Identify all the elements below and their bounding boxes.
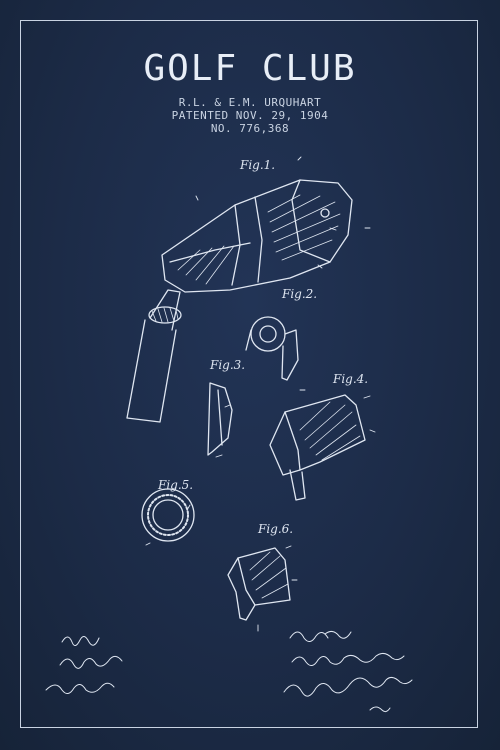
fig6-label: Fig.6. bbox=[258, 522, 294, 536]
fig1-shaft bbox=[126, 289, 182, 423]
fig3-section bbox=[207, 382, 233, 456]
patent-number-line: NO. 776,368 bbox=[210, 122, 290, 135]
fig1-club-head bbox=[161, 179, 353, 293]
fig6-joint bbox=[227, 547, 291, 621]
inventors-line: R.L. & E.M. URQUHART bbox=[178, 96, 322, 109]
fig2-label: Fig.2. bbox=[282, 287, 318, 301]
fig5-toothed-ring bbox=[141, 488, 195, 542]
page-title: GOLF CLUB bbox=[143, 48, 357, 89]
fig3-label: Fig.3. bbox=[210, 358, 246, 372]
fig1-label: Fig.1. bbox=[240, 158, 276, 172]
inventor-signatures bbox=[283, 630, 413, 713]
fig4-joint bbox=[269, 394, 366, 501]
border-frame bbox=[20, 20, 478, 728]
fig2-ring bbox=[245, 316, 299, 381]
fig4-label: Fig.4. bbox=[333, 372, 369, 386]
witness-signatures bbox=[45, 636, 123, 694]
patent-date-line: PATENTED NOV. 29, 1904 bbox=[171, 109, 329, 122]
reference-marks bbox=[145, 156, 376, 632]
